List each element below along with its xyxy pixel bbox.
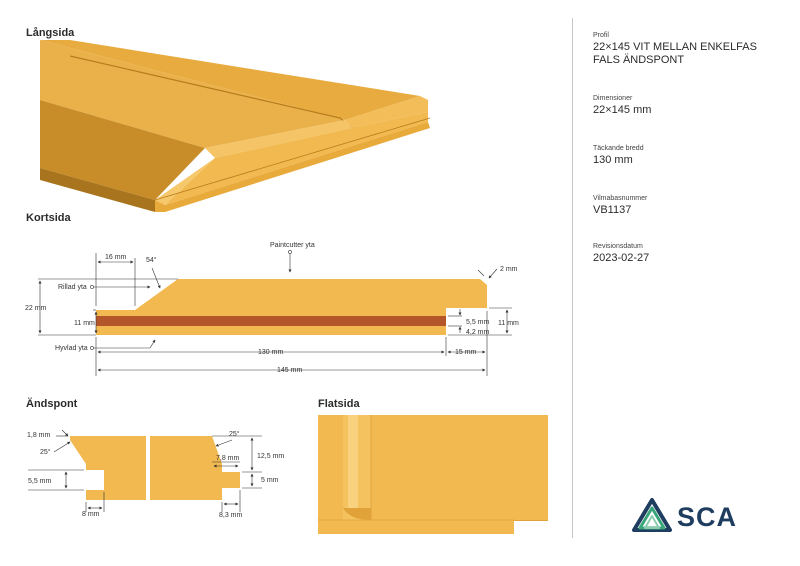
dim-8mm: 8 mm [82, 511, 100, 518]
flatsida-face [318, 415, 548, 534]
dim-7-8mm: 7,8 mm [216, 455, 240, 462]
kortsida-dimensions [38, 252, 512, 376]
dim-5mm: 5 mm [261, 477, 279, 484]
langsida-board [40, 40, 431, 212]
info-label: Vilmabasnummer [593, 195, 648, 202]
dim-11mm-right: 11 mm [498, 320, 519, 327]
label-hyvlad: Hyvlad yta [55, 345, 88, 352]
info-label: Revisionsdatum [593, 243, 643, 250]
dim-1-8mm: 1,8 mm [27, 432, 51, 439]
andspont-left-piece [70, 436, 146, 500]
info-value: VB1137 [593, 204, 632, 216]
info-label: Täckande bredd [593, 145, 644, 152]
vertical-divider [572, 18, 573, 538]
dim-130mm: 130 mm [258, 349, 283, 356]
dim-11mm-left: 11 mm [74, 320, 95, 327]
section-title-kortsida: Kortsida [26, 212, 71, 224]
kortsida-profile [96, 279, 487, 335]
hyvlad-marker [90, 346, 94, 350]
dim-5-5mm: 5,5 mm [466, 319, 490, 326]
rillad-marker [90, 285, 94, 289]
dim-15mm: 15 mm [455, 349, 477, 356]
andspont-right-piece [150, 436, 240, 500]
info-tackande-bredd: Täckande bredd 130 mm [593, 145, 783, 167]
angle-25-left: 25° [40, 448, 51, 456]
dim-5-5mm-andspont: 5,5 mm [28, 478, 52, 485]
section-title-andspont: Ändspont [26, 398, 78, 410]
info-dimensioner: Dimensioner 22×145 mm [593, 95, 783, 117]
info-profil: Profil 22×145 VIT MELLAN ENKELFAS FALS Ä… [593, 32, 783, 67]
dim-145mm: 145 mm [277, 367, 302, 374]
label-rillad: Rillad yta [58, 284, 87, 291]
info-value: 130 mm [593, 154, 633, 166]
dim-12-5mm: 12,5 mm [257, 453, 284, 460]
info-value: 22×145 VIT MELLAN ENKELFAS FALS ÄNDSPONT [593, 41, 757, 66]
dim-2mm: 2 mm [500, 266, 518, 273]
info-label: Dimensioner [593, 95, 633, 102]
info-revisionsdatum: Revisionsdatum 2023-02-27 [593, 243, 783, 265]
info-label: Profil [593, 32, 609, 39]
logo-text: SCA [677, 502, 738, 532]
glue-stripe [96, 316, 446, 326]
section-title-langsida: Långsida [26, 27, 75, 39]
dim-16mm: 16 mm [105, 254, 127, 261]
sca-logo-icon [632, 498, 672, 532]
paintcutter-marker [288, 250, 292, 254]
info-value: 22×145 mm [593, 104, 652, 116]
info-value: 2023-02-27 [593, 252, 650, 264]
angle-25-right: 25° [229, 430, 240, 438]
sca-logo: SCA [632, 498, 742, 538]
dim-8-3mm: 8,3 mm [219, 512, 243, 519]
section-title-flatsida: Flatsida [318, 398, 360, 410]
info-vilmabasnummer: Vilmabasnummer VB1137 [593, 195, 783, 217]
dim-22mm: 22 mm [25, 305, 47, 312]
andspont-dimensions [28, 429, 262, 512]
angle-54: 54° [146, 256, 157, 264]
dim-4-2mm: 4,2 mm [466, 329, 490, 336]
label-paintcutter: Paintcutter yta [270, 242, 315, 249]
